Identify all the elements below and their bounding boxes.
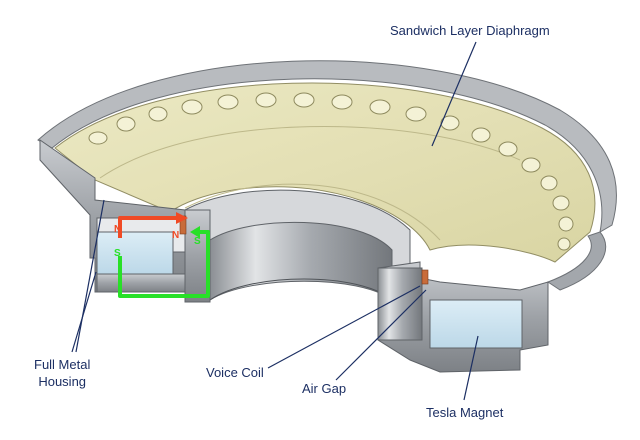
diaphragm-label: Sandwich Layer Diaphragm bbox=[390, 23, 550, 38]
leader-air-gap bbox=[335, 289, 427, 381]
leader-lines bbox=[71, 41, 479, 401]
right-housing-section bbox=[377, 261, 549, 373]
vent-holes bbox=[88, 92, 574, 251]
north-pole-left: N bbox=[114, 224, 121, 235]
leader-diaphragm bbox=[431, 41, 477, 147]
flux-path-icon bbox=[118, 212, 210, 298]
air-gap-label: Air Gap bbox=[302, 381, 347, 396]
south-pole-pole: S bbox=[194, 236, 201, 247]
south-pole-left: S bbox=[114, 248, 121, 259]
leader-housing-a bbox=[71, 271, 97, 353]
housing-label-line2: Housing bbox=[38, 374, 87, 389]
housing-label: Full Metal Housing bbox=[34, 356, 90, 390]
north-pole-gap: N bbox=[172, 230, 179, 241]
magnet-label: Tesla Magnet bbox=[426, 405, 504, 420]
leader-magnet bbox=[463, 335, 479, 401]
center-pole bbox=[184, 189, 411, 303]
housing-label-line1: Full Metal bbox=[34, 357, 91, 372]
diaphragm bbox=[54, 82, 596, 263]
leader-housing-b bbox=[75, 199, 105, 353]
voice-coil-label: Voice Coil bbox=[206, 365, 264, 380]
housing-rim bbox=[37, 60, 617, 291]
leader-voice-coil bbox=[267, 285, 421, 369]
